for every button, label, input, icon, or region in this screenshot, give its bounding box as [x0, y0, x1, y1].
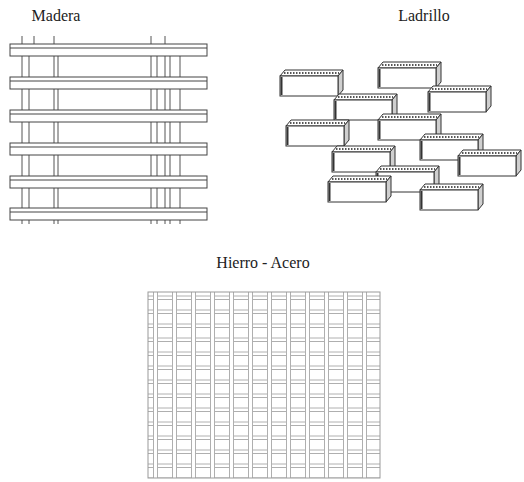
- material-label: Ladrillo: [396, 7, 452, 25]
- material-label: Madera: [30, 7, 83, 25]
- wood-frame: [22, 36, 180, 224]
- steel-mesh: [148, 292, 380, 478]
- material-label: Hierro - Acero: [214, 254, 311, 272]
- brick-wall: [280, 62, 521, 210]
- wood-planks: [10, 44, 207, 220]
